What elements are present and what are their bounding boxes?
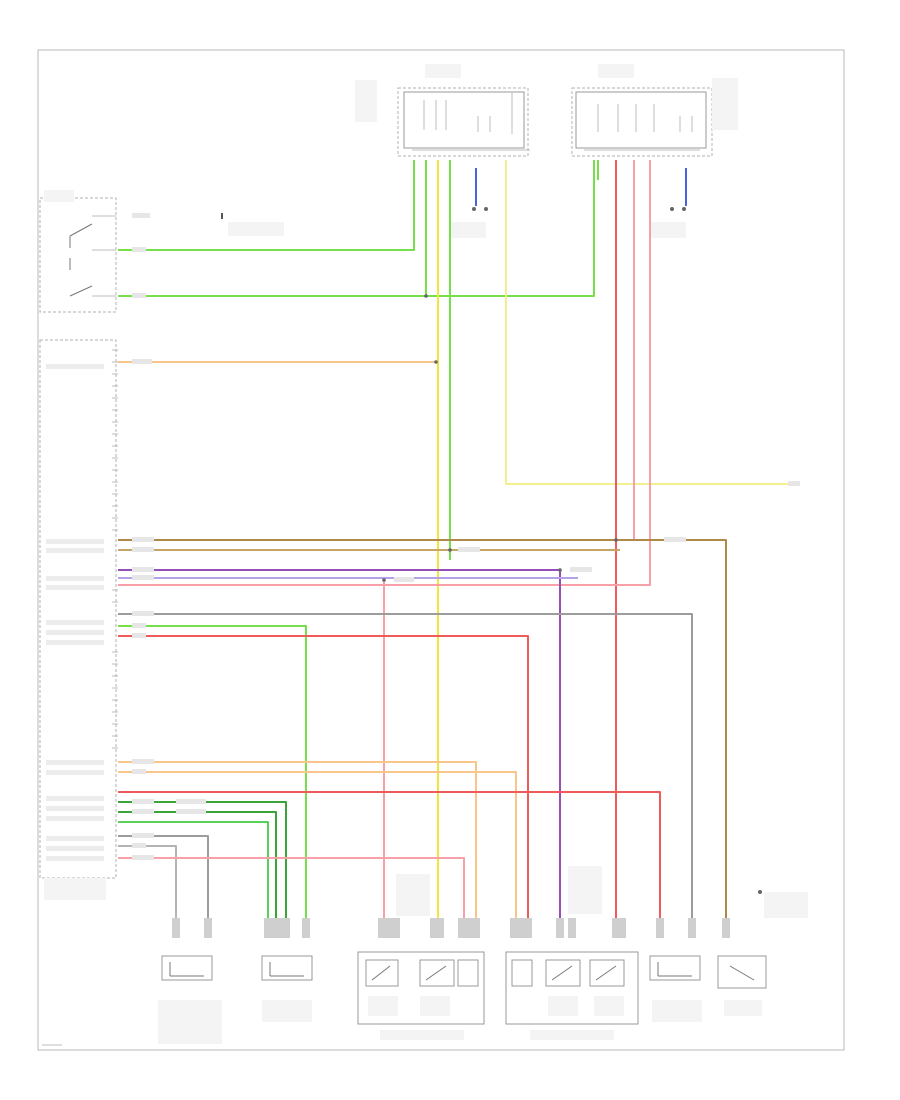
module-pin-labels bbox=[44, 364, 106, 900]
wire-red-b3 bbox=[118, 160, 651, 586]
wire-green-6 bbox=[118, 811, 277, 930]
wire-gray-1 bbox=[118, 613, 693, 930]
wire-red-1 bbox=[118, 635, 529, 930]
bottom-connector-stubs bbox=[172, 918, 730, 938]
splice-dots bbox=[382, 294, 618, 582]
driver-door-module bbox=[505, 866, 639, 1040]
relay-block-a-title bbox=[425, 64, 461, 78]
wire-brown-1 bbox=[118, 539, 727, 930]
relay-block-a bbox=[355, 64, 530, 157]
diagram-frame bbox=[37, 49, 845, 1051]
wire-yellow-long bbox=[505, 160, 796, 485]
passenger-door-module bbox=[357, 874, 485, 1040]
ground-icon bbox=[221, 213, 284, 236]
door-lock-switch bbox=[39, 190, 117, 313]
trunk-switch bbox=[717, 890, 808, 1016]
wire-label-placeholders bbox=[132, 213, 800, 860]
left-front-door-lock-actuator bbox=[158, 955, 222, 1044]
wire-red-2 bbox=[118, 791, 661, 930]
wire-green-4 bbox=[118, 625, 307, 930]
relay-block-b-label bbox=[712, 78, 738, 130]
wire-green-2 bbox=[118, 160, 595, 297]
connector-dots-a bbox=[450, 207, 488, 238]
wire-green-5 bbox=[118, 801, 287, 930]
relay-block-b bbox=[571, 64, 738, 157]
relay-block-b-title bbox=[598, 64, 634, 78]
wire-gray-2 bbox=[118, 835, 209, 930]
body-control-module bbox=[39, 339, 118, 900]
wire-orange-3 bbox=[118, 771, 517, 930]
wire-green-1 bbox=[118, 160, 415, 251]
wire-pink-2 bbox=[118, 857, 465, 930]
left-rear-door-lock-actuator bbox=[261, 955, 313, 1022]
wire-green-7 bbox=[118, 821, 269, 930]
right-rear-door-lock-actuator bbox=[649, 955, 702, 1022]
wire-orange-2 bbox=[118, 761, 477, 930]
relay-block-a-label bbox=[355, 80, 377, 122]
wire-purple-1 bbox=[118, 569, 561, 930]
connector-dots-b bbox=[650, 207, 686, 238]
module-pin-ticks bbox=[112, 349, 118, 749]
